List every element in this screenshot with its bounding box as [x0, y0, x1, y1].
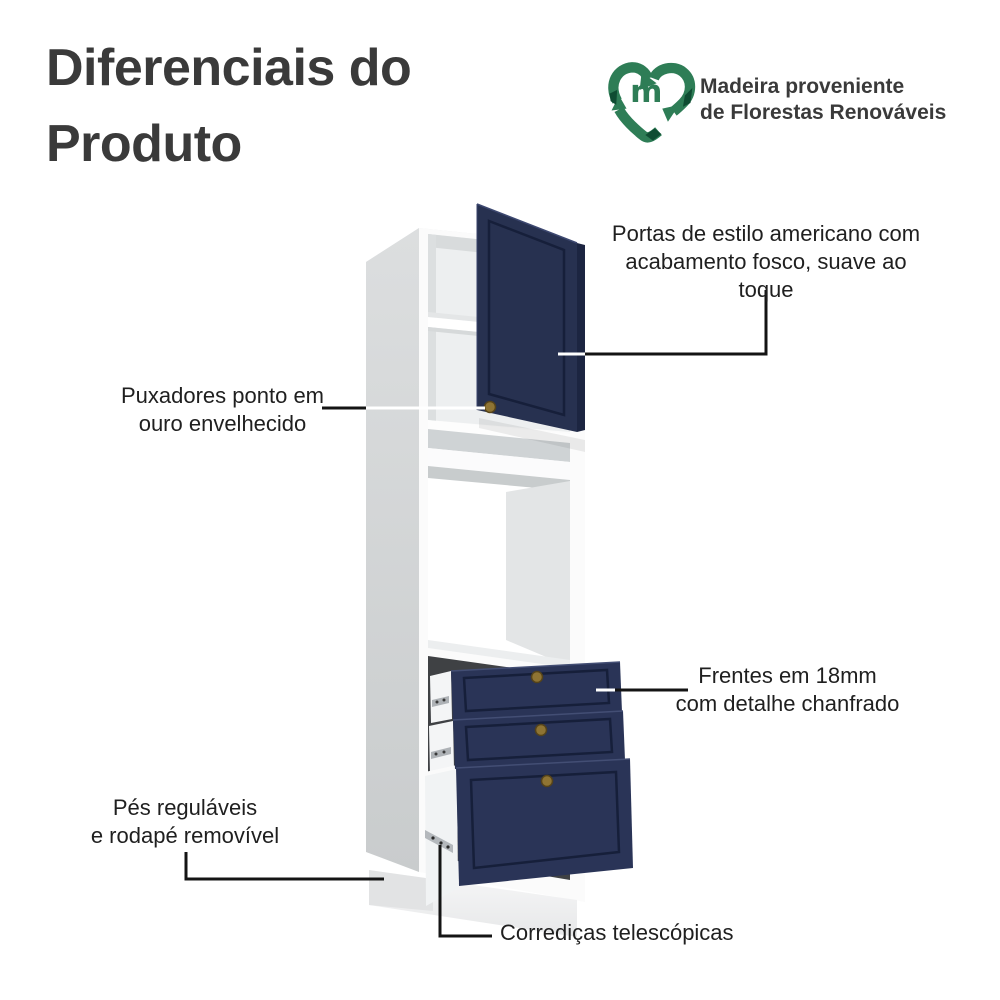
drawer3-box	[425, 769, 458, 906]
drawer-2	[452, 710, 625, 769]
badge-line-2: de Florestas Renováveis	[700, 101, 947, 124]
leader-corredicas	[438, 845, 492, 938]
callout-pes: Pés reguláveis e rodapé removível	[90, 795, 280, 848]
callout-corredicas: Corrediças telescópicas	[500, 920, 734, 945]
plinth	[369, 870, 577, 937]
title-line-1: Diferenciais do	[46, 39, 412, 97]
door-side-edge	[577, 243, 585, 432]
drawer2-knob	[534, 723, 548, 737]
leader-pes	[184, 852, 384, 881]
recycle-heart-icon: m	[608, 62, 696, 143]
callout-frentes: Frentes em 18mm com detalhe chanfrado	[675, 663, 900, 716]
drawers	[425, 661, 633, 906]
drawer2-box	[429, 721, 454, 774]
door-knob	[483, 400, 497, 414]
badge-text: Madeira proveniente de Florestas Renováv…	[700, 74, 1000, 126]
drawer3-slide-rail	[425, 830, 453, 853]
cabinet-left-side-panel	[366, 228, 419, 872]
callout-portas: Portas de estilo americano com acabament…	[611, 221, 921, 302]
leader-lines	[184, 290, 768, 938]
drawer3-knob	[540, 774, 554, 788]
callout-puxadores: Puxadores ponto em ouro envelhecido	[120, 383, 325, 436]
drawer-1	[450, 661, 622, 720]
door-shadow	[479, 418, 585, 452]
title-line-2: Produto	[46, 115, 242, 173]
oven-niche	[428, 466, 570, 668]
door-face	[477, 204, 577, 432]
niche-right-inner-wall	[506, 481, 570, 667]
drawer1-knob	[530, 670, 544, 684]
renewable-wood-badge: m Madeira proveniente de Florestas Renov…	[604, 56, 994, 156]
cabinet-door	[476, 203, 585, 432]
drawer2-slide-rail	[431, 747, 451, 759]
badge-line-1: Madeira proveniente	[700, 75, 905, 98]
logo-letter: m	[630, 74, 662, 110]
page-title: Diferenciais do Produto	[46, 30, 566, 182]
drawer1-box	[430, 671, 452, 723]
drawer-3	[455, 758, 633, 886]
small-niche	[428, 420, 570, 480]
